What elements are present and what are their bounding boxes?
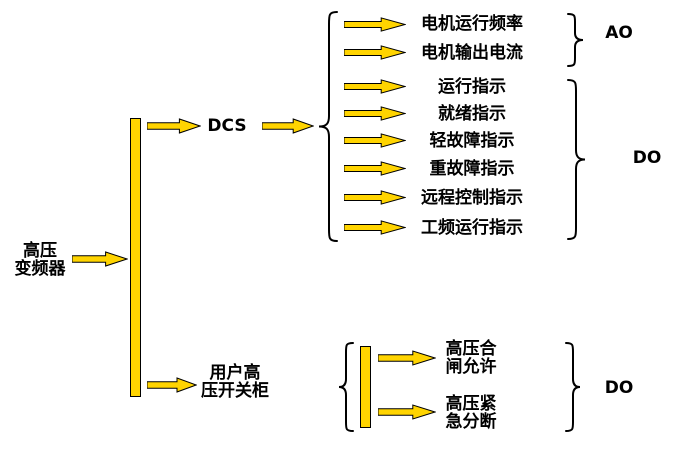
main-bus-bar bbox=[130, 118, 141, 397]
hv-close-permit-line1: 高压合 bbox=[445, 339, 497, 359]
brace-switchgear-signals bbox=[338, 342, 354, 432]
signal-label-ready: 就绪指示 bbox=[438, 104, 506, 124]
flow-arrow-signal bbox=[344, 17, 406, 32]
flow-arrow-dcs-to-signals bbox=[262, 118, 314, 134]
switchgear-do-group-label: DO bbox=[604, 378, 634, 398]
brace-do-group bbox=[567, 79, 586, 240]
signal-label-running: 运行指示 bbox=[438, 77, 506, 97]
do-group-label: DO bbox=[632, 148, 662, 168]
flow-arrow-signal bbox=[344, 190, 406, 205]
brace-switchgear-do-group bbox=[565, 342, 581, 432]
signal-label-hv-emergency-break: 高压紧 急分断 bbox=[438, 395, 504, 431]
ao-group-label: AO bbox=[605, 23, 633, 43]
flow-arrow-signal bbox=[344, 45, 406, 60]
flow-arrow-signal bbox=[344, 220, 406, 235]
signal-label-motor-current: 电机输出电流 bbox=[421, 43, 523, 63]
flow-arrow-bus-to-switchgear bbox=[147, 377, 197, 393]
root-label-line1: 高压 bbox=[23, 241, 57, 261]
signal-label-minor-fault: 轻故障指示 bbox=[429, 131, 515, 151]
flow-arrow-signal bbox=[378, 350, 436, 366]
dcs-label: DCS bbox=[207, 116, 247, 136]
switchgear-label: 用户高 压开关柜 bbox=[192, 364, 278, 400]
brace-ao-group bbox=[567, 13, 584, 67]
flow-arrow-root-to-bus bbox=[72, 251, 128, 267]
switchgear-label-line2: 压开关柜 bbox=[201, 381, 269, 401]
signal-label-remote-control: 远程控制指示 bbox=[421, 188, 523, 208]
hv-emergency-break-line1: 高压紧 bbox=[445, 394, 497, 414]
signal-label-power-frequency-run: 工频运行指示 bbox=[421, 218, 523, 238]
signal-label-hv-close-permit: 高压合 闸允许 bbox=[438, 340, 504, 376]
flow-arrow-signal bbox=[344, 106, 406, 121]
brace-dcs-signals bbox=[318, 11, 338, 242]
hv-close-permit-line2: 闸允许 bbox=[445, 357, 497, 377]
flow-arrow-signal bbox=[378, 404, 436, 420]
flow-arrow-signal bbox=[344, 133, 406, 148]
switchgear-bus-bar bbox=[360, 346, 371, 428]
switchgear-label-line1: 用户高 bbox=[209, 363, 261, 383]
root-label: 高压 变频器 bbox=[4, 242, 76, 278]
signal-label-major-fault: 重故障指示 bbox=[429, 159, 515, 179]
hv-emergency-break-line2: 急分断 bbox=[445, 412, 497, 432]
flow-arrow-signal bbox=[344, 79, 406, 94]
root-label-line2: 变频器 bbox=[14, 259, 66, 279]
flow-arrow-signal bbox=[344, 161, 406, 176]
flow-arrow-bus-to-dcs bbox=[147, 118, 201, 134]
signal-label-motor-frequency: 电机运行频率 bbox=[421, 14, 523, 34]
